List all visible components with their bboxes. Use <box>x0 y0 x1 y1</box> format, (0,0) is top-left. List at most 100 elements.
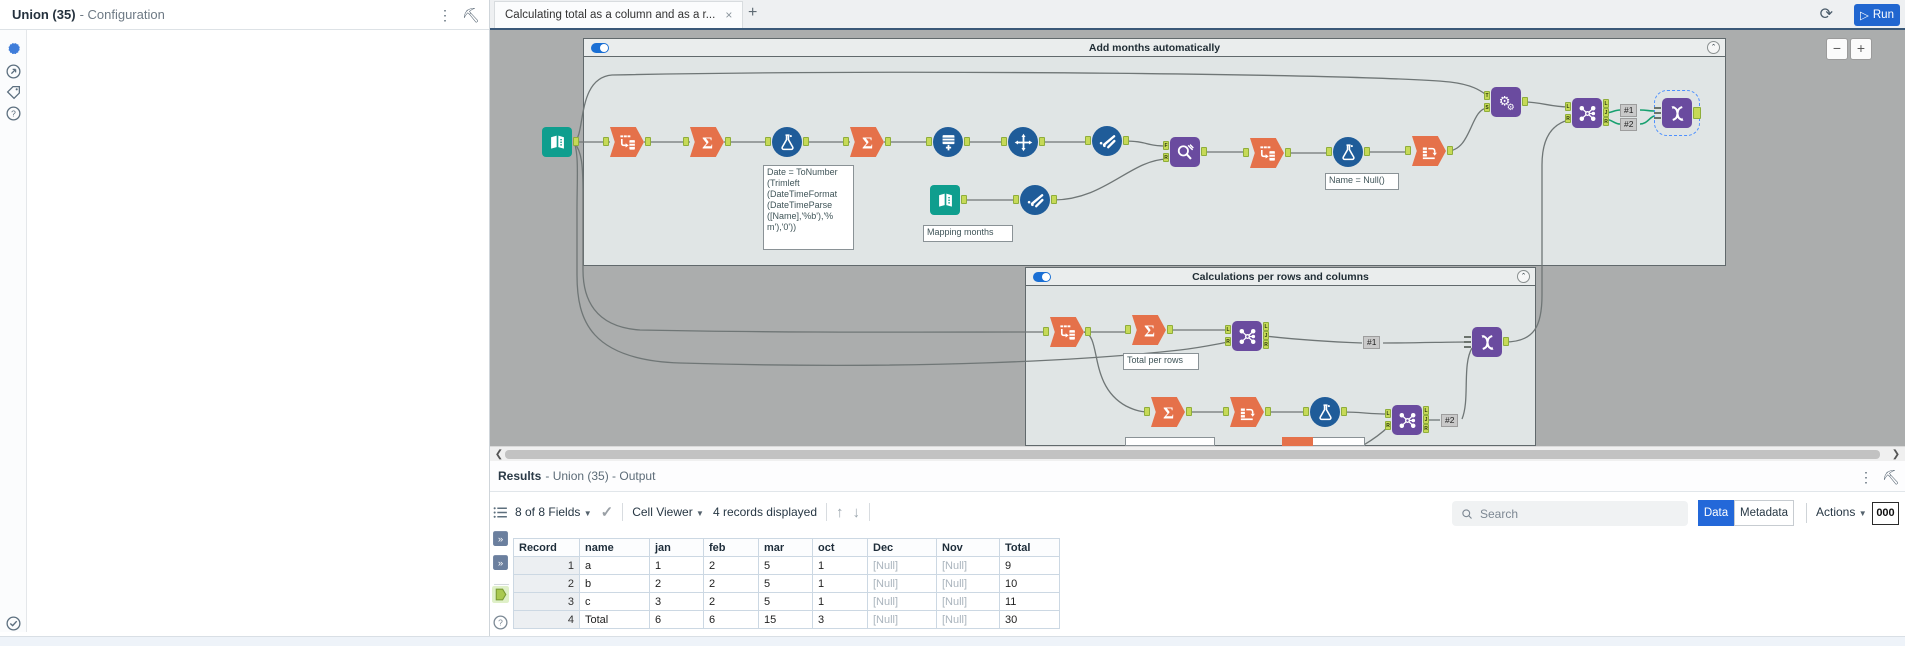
record-number-cell[interactable]: 2 <box>513 574 580 593</box>
workflow-canvas[interactable]: Add months automatically⌃Calculations pe… <box>490 30 1905 446</box>
connection-anchor[interactable] <box>803 137 809 146</box>
connection-anchor[interactable] <box>765 137 771 146</box>
data-cell[interactable]: a <box>579 556 650 575</box>
results-help-icon[interactable]: ? <box>492 614 509 631</box>
data-cell[interactable]: b <box>579 574 650 593</box>
scroll-left-icon[interactable]: ❮ <box>494 449 504 460</box>
data-cell[interactable]: 2 <box>703 556 759 575</box>
metadata-tab-button[interactable]: Metadata <box>1734 500 1794 526</box>
connection-anchor[interactable] <box>725 137 731 146</box>
column-header-name[interactable]: name <box>579 538 650 557</box>
column-header-jan[interactable]: jan <box>649 538 704 557</box>
tool-formula-2[interactable] <box>1333 137 1363 167</box>
tool-select-2[interactable] <box>1020 185 1050 215</box>
connection-anchor[interactable] <box>1201 147 1207 156</box>
up-arrow-icon[interactable]: ↑ <box>836 503 844 521</box>
data-cell[interactable]: 30 <box>999 610 1060 629</box>
search-input[interactable]: Search <box>1452 501 1688 526</box>
container-collapse-button[interactable]: ⌃ <box>1707 41 1720 54</box>
connection-anchor[interactable] <box>1364 147 1370 156</box>
column-header-oct[interactable]: oct <box>812 538 868 557</box>
tool-summarize-2[interactable]: Σ <box>850 127 884 157</box>
annotation-formula-date[interactable]: Date = ToNumber (Trimleft (DateTimeForma… <box>763 165 854 250</box>
actions-dropdown[interactable]: Actions ▼ <box>1816 505 1867 519</box>
help-icon[interactable]: ? <box>5 105 22 122</box>
tool-input-mapping[interactable] <box>930 185 960 215</box>
results-pin-icon[interactable]: ⛏ <box>1882 469 1900 485</box>
canvas-horizontal-scrollbar[interactable]: ❮ ❯ <box>490 446 1905 461</box>
anchor-L[interactable]: L <box>1385 409 1391 418</box>
container-collapse-button[interactable]: ⌃ <box>1517 270 1530 283</box>
tool-join-1[interactable] <box>1572 98 1602 128</box>
data-cell[interactable]: 1 <box>649 556 704 575</box>
scrollbar-thumb[interactable] <box>505 450 1880 459</box>
annotation-clipped-1[interactable] <box>1125 437 1215 446</box>
apply-check-icon[interactable]: ✓ <box>600 504 614 521</box>
data-cell[interactable]: 1 <box>812 556 868 575</box>
connection-anchor[interactable] <box>1186 407 1192 416</box>
column-header-total[interactable]: Total <box>999 538 1060 557</box>
tool-summarize-1[interactable]: Σ <box>690 127 724 157</box>
connection-anchor[interactable] <box>1013 195 1019 204</box>
connection-anchor[interactable] <box>1144 407 1150 416</box>
anchor-R[interactable]: R <box>1163 153 1169 162</box>
connection-anchor[interactable] <box>573 137 579 146</box>
tool-generate-rows[interactable] <box>933 127 963 157</box>
results-kebab-menu-icon[interactable]: ⋮ <box>1859 469 1873 485</box>
output-anchor-icon[interactable] <box>492 586 509 603</box>
tool-formula-3[interactable] <box>1310 397 1340 427</box>
data-cell[interactable]: [Null] <box>867 610 937 629</box>
record-number-cell[interactable]: 3 <box>513 592 580 611</box>
tool-cross-tab-1[interactable] <box>1412 136 1446 166</box>
chevrons-badge-icon-2[interactable]: » <box>492 554 509 571</box>
tool-union-2[interactable] <box>1472 327 1502 357</box>
tool-union-35[interactable] <box>1654 90 1700 136</box>
connection-anchor[interactable] <box>926 137 932 146</box>
connection-anchor[interactable] <box>1522 97 1528 106</box>
connection-anchor[interactable] <box>843 137 849 146</box>
tool-cross-tab-2[interactable] <box>1230 397 1264 427</box>
connection-anchor[interactable] <box>1326 147 1332 156</box>
run-button[interactable]: ▷ Run <box>1854 4 1900 26</box>
anchor-T[interactable]: T <box>1484 91 1490 100</box>
column-header-dec[interactable]: Dec <box>867 538 937 557</box>
data-cell[interactable]: 9 <box>999 556 1060 575</box>
connection-anchor[interactable] <box>964 137 970 146</box>
data-cell[interactable]: 1 <box>812 574 868 593</box>
container-enable-toggle[interactable] <box>1033 272 1051 282</box>
anchor-R[interactable]: R <box>1263 340 1269 349</box>
connection-anchor[interactable] <box>1405 146 1411 155</box>
new-tab-button[interactable]: + <box>748 4 758 21</box>
cell-viewer-dropdown[interactable]: Cell Viewer ▼ <box>632 505 704 519</box>
connection-anchor[interactable] <box>1503 337 1509 346</box>
anchor-L[interactable]: L <box>1603 99 1609 108</box>
connection-anchor[interactable] <box>1043 327 1049 336</box>
connection-anchor[interactable] <box>1265 407 1271 416</box>
record-number-cell[interactable]: 4 <box>513 610 580 629</box>
check-circle-icon[interactable] <box>5 615 22 632</box>
connection-anchor[interactable] <box>1167 325 1173 334</box>
anchor-R[interactable]: R <box>1423 424 1429 433</box>
data-cell[interactable]: 3 <box>812 610 868 629</box>
anchor-R[interactable]: R <box>1385 421 1391 430</box>
tool-join-2[interactable] <box>1232 321 1262 351</box>
tool-arrange[interactable] <box>1008 127 1038 157</box>
column-header-record[interactable]: Record <box>513 538 580 557</box>
annotation-clipped-2[interactable] <box>1305 437 1365 446</box>
tag-icon[interactable] <box>5 84 22 101</box>
tool-transpose-3[interactable] <box>1050 317 1084 347</box>
anchor-L[interactable]: L <box>1263 322 1269 331</box>
connection-anchor[interactable] <box>645 137 651 146</box>
tool-select-1[interactable] <box>1092 126 1122 156</box>
anchor-L[interactable]: L <box>1225 325 1231 334</box>
anchor-J[interactable]: J <box>1263 331 1269 340</box>
data-cell[interactable]: [Null] <box>936 592 1000 611</box>
connection-anchor[interactable] <box>1085 136 1091 145</box>
tool-summarize-3[interactable]: Σ <box>1132 315 1166 345</box>
data-cell[interactable]: 2 <box>703 592 759 611</box>
connection-anchor[interactable] <box>1447 146 1453 155</box>
list-view-icon[interactable] <box>492 504 509 521</box>
column-header-feb[interactable]: feb <box>703 538 759 557</box>
data-cell[interactable]: [Null] <box>867 556 937 575</box>
